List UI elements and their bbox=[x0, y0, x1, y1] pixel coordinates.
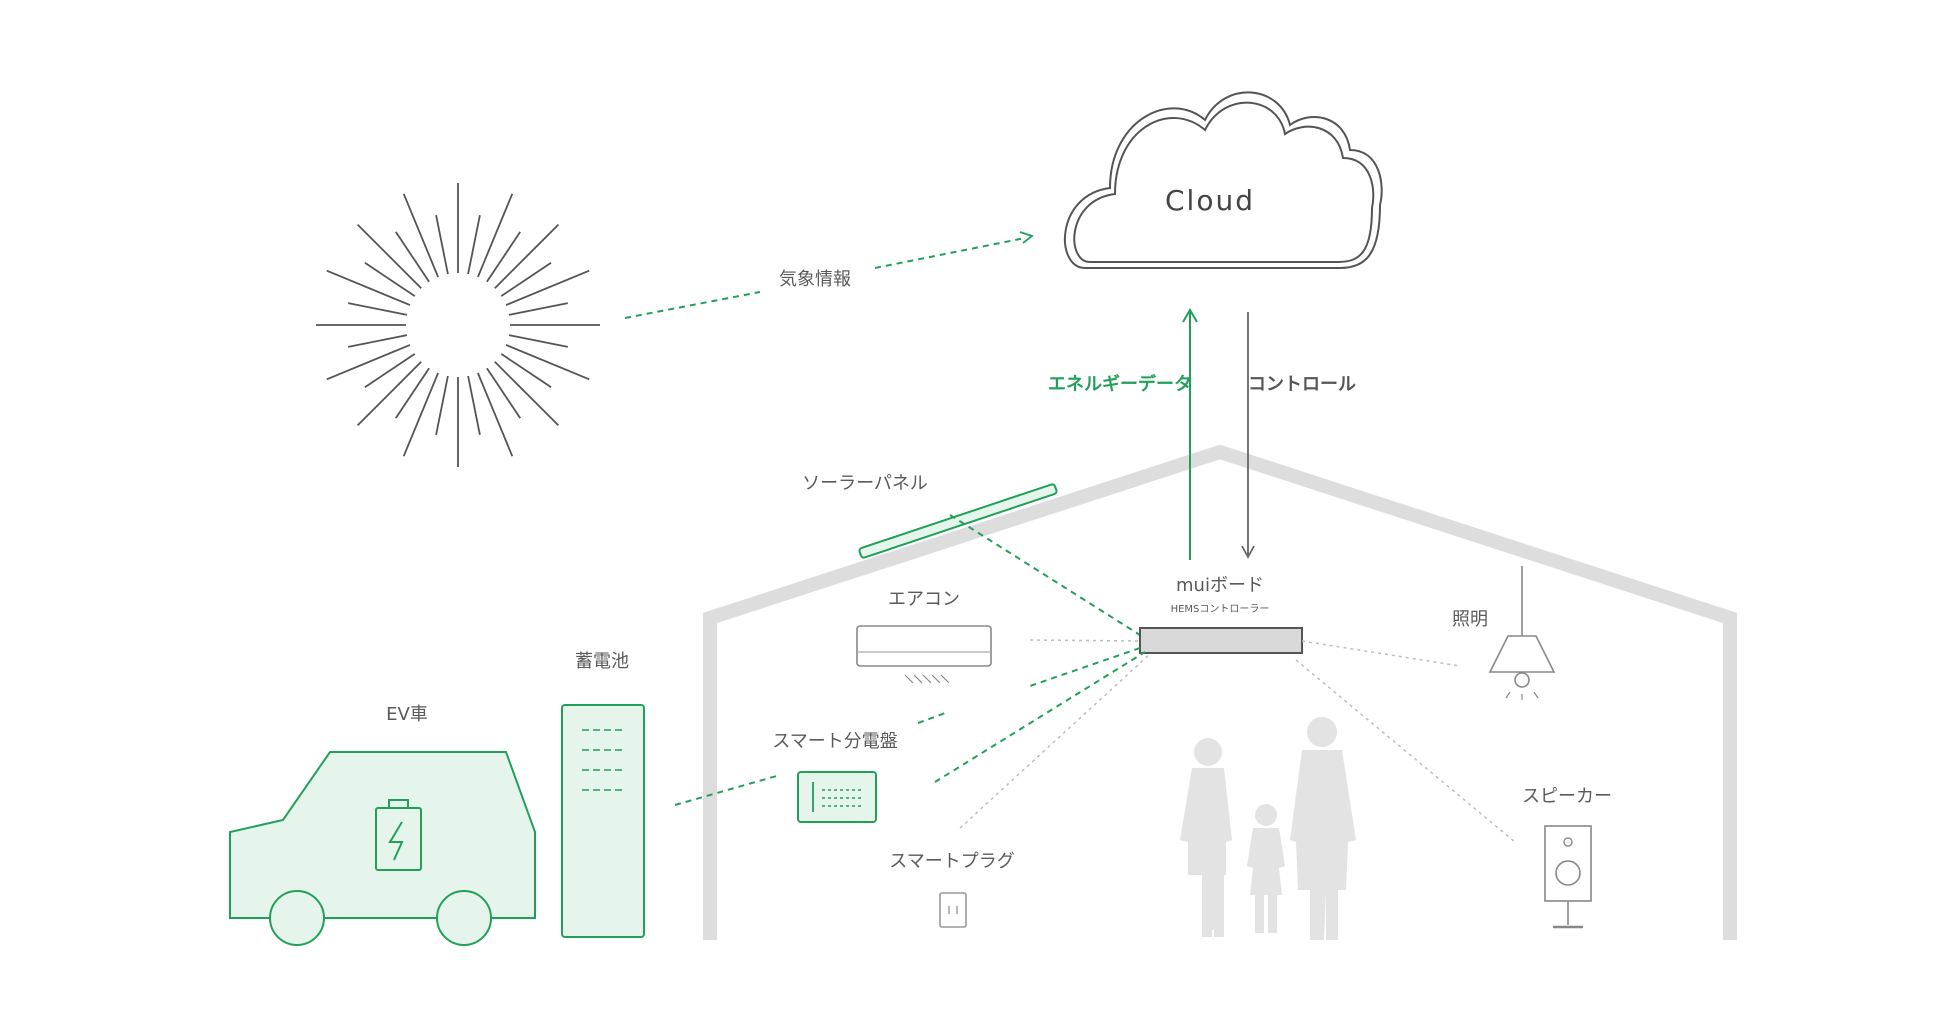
smart-panel-link bbox=[934, 651, 1146, 783]
sun-ray bbox=[326, 269, 411, 306]
smart-plug-link bbox=[959, 653, 1151, 829]
cloud-icon bbox=[1064, 91, 1383, 269]
control-label: コントロール bbox=[1248, 374, 1356, 395]
sun-ray bbox=[348, 334, 408, 348]
mui-board-label: muiボード bbox=[1176, 575, 1264, 596]
sun-ray bbox=[508, 334, 568, 348]
lamp-icon bbox=[1488, 566, 1556, 700]
ev-car-icon bbox=[229, 751, 536, 946]
sun-icon bbox=[316, 183, 600, 467]
aircon-label: エアコン bbox=[888, 589, 960, 610]
battery-link bbox=[674, 774, 781, 806]
lighting-link bbox=[1301, 640, 1461, 667]
sun-ray bbox=[364, 353, 416, 388]
smart-panel-label: スマート分電盤 bbox=[772, 731, 897, 752]
house-outline bbox=[703, 444, 1737, 940]
sun-ray bbox=[500, 353, 552, 388]
family-silhouette bbox=[1180, 717, 1356, 940]
aircon-link bbox=[1029, 639, 1141, 642]
ev-label: EV車 bbox=[386, 704, 428, 725]
sun-ray bbox=[364, 262, 416, 297]
weather-label: 気象情報 bbox=[779, 269, 851, 290]
sun-ray bbox=[467, 375, 481, 435]
sun-ray bbox=[486, 367, 521, 419]
energy-data-label: エネルギーデータ bbox=[1048, 373, 1192, 395]
sun-ray bbox=[356, 223, 422, 289]
sun-ray bbox=[505, 344, 590, 381]
aircon-icon bbox=[856, 625, 992, 684]
sun-ray bbox=[356, 361, 422, 427]
sun-ray bbox=[494, 361, 560, 427]
energy-data-arrowhead bbox=[1182, 308, 1198, 323]
speaker-label: スピーカー bbox=[1522, 786, 1612, 807]
solar-link bbox=[949, 514, 1141, 636]
control-arrowhead bbox=[1241, 545, 1255, 559]
mui-board-device bbox=[1139, 627, 1303, 654]
speaker-link bbox=[1295, 659, 1516, 843]
sun-ray bbox=[505, 269, 590, 306]
sun-ray bbox=[402, 372, 439, 457]
weather-arrow bbox=[624, 291, 761, 319]
sun-ray bbox=[486, 231, 521, 283]
weather-arrowhead bbox=[1019, 231, 1034, 244]
sun-ray bbox=[494, 223, 560, 289]
sun-ray bbox=[395, 367, 430, 419]
mui-board-sublabel: HEMSコントローラー bbox=[1171, 603, 1270, 615]
speaker-icon bbox=[1544, 825, 1592, 929]
sun-ray bbox=[435, 375, 449, 435]
battery-unit-icon bbox=[561, 704, 645, 938]
sun-ray bbox=[435, 215, 449, 275]
lighting-label: 照明 bbox=[1452, 609, 1488, 630]
sun-ray bbox=[477, 372, 514, 457]
panel-to-mui-short bbox=[917, 711, 949, 724]
cloud-label: Cloud bbox=[1165, 184, 1255, 217]
smart-plug-label: スマートプラグ bbox=[889, 851, 1014, 872]
smart-panel-icon bbox=[797, 771, 877, 823]
solar-panel-icon bbox=[858, 483, 1058, 559]
aircon-link-green bbox=[1029, 647, 1141, 687]
sun-ray bbox=[500, 262, 552, 297]
battery-label: 蓄電池 bbox=[575, 651, 629, 672]
sun-ray bbox=[477, 193, 514, 278]
sun-ray bbox=[348, 302, 408, 316]
sun-ray bbox=[326, 344, 411, 381]
sun-ray bbox=[508, 302, 568, 316]
sun-ray bbox=[467, 215, 481, 275]
sun-ray bbox=[395, 231, 430, 283]
solar-panel-label: ソーラーパネル bbox=[802, 473, 928, 494]
sun-ray bbox=[402, 193, 439, 278]
smart-plug-icon bbox=[939, 892, 967, 928]
weather-arrow-2 bbox=[874, 237, 1026, 269]
